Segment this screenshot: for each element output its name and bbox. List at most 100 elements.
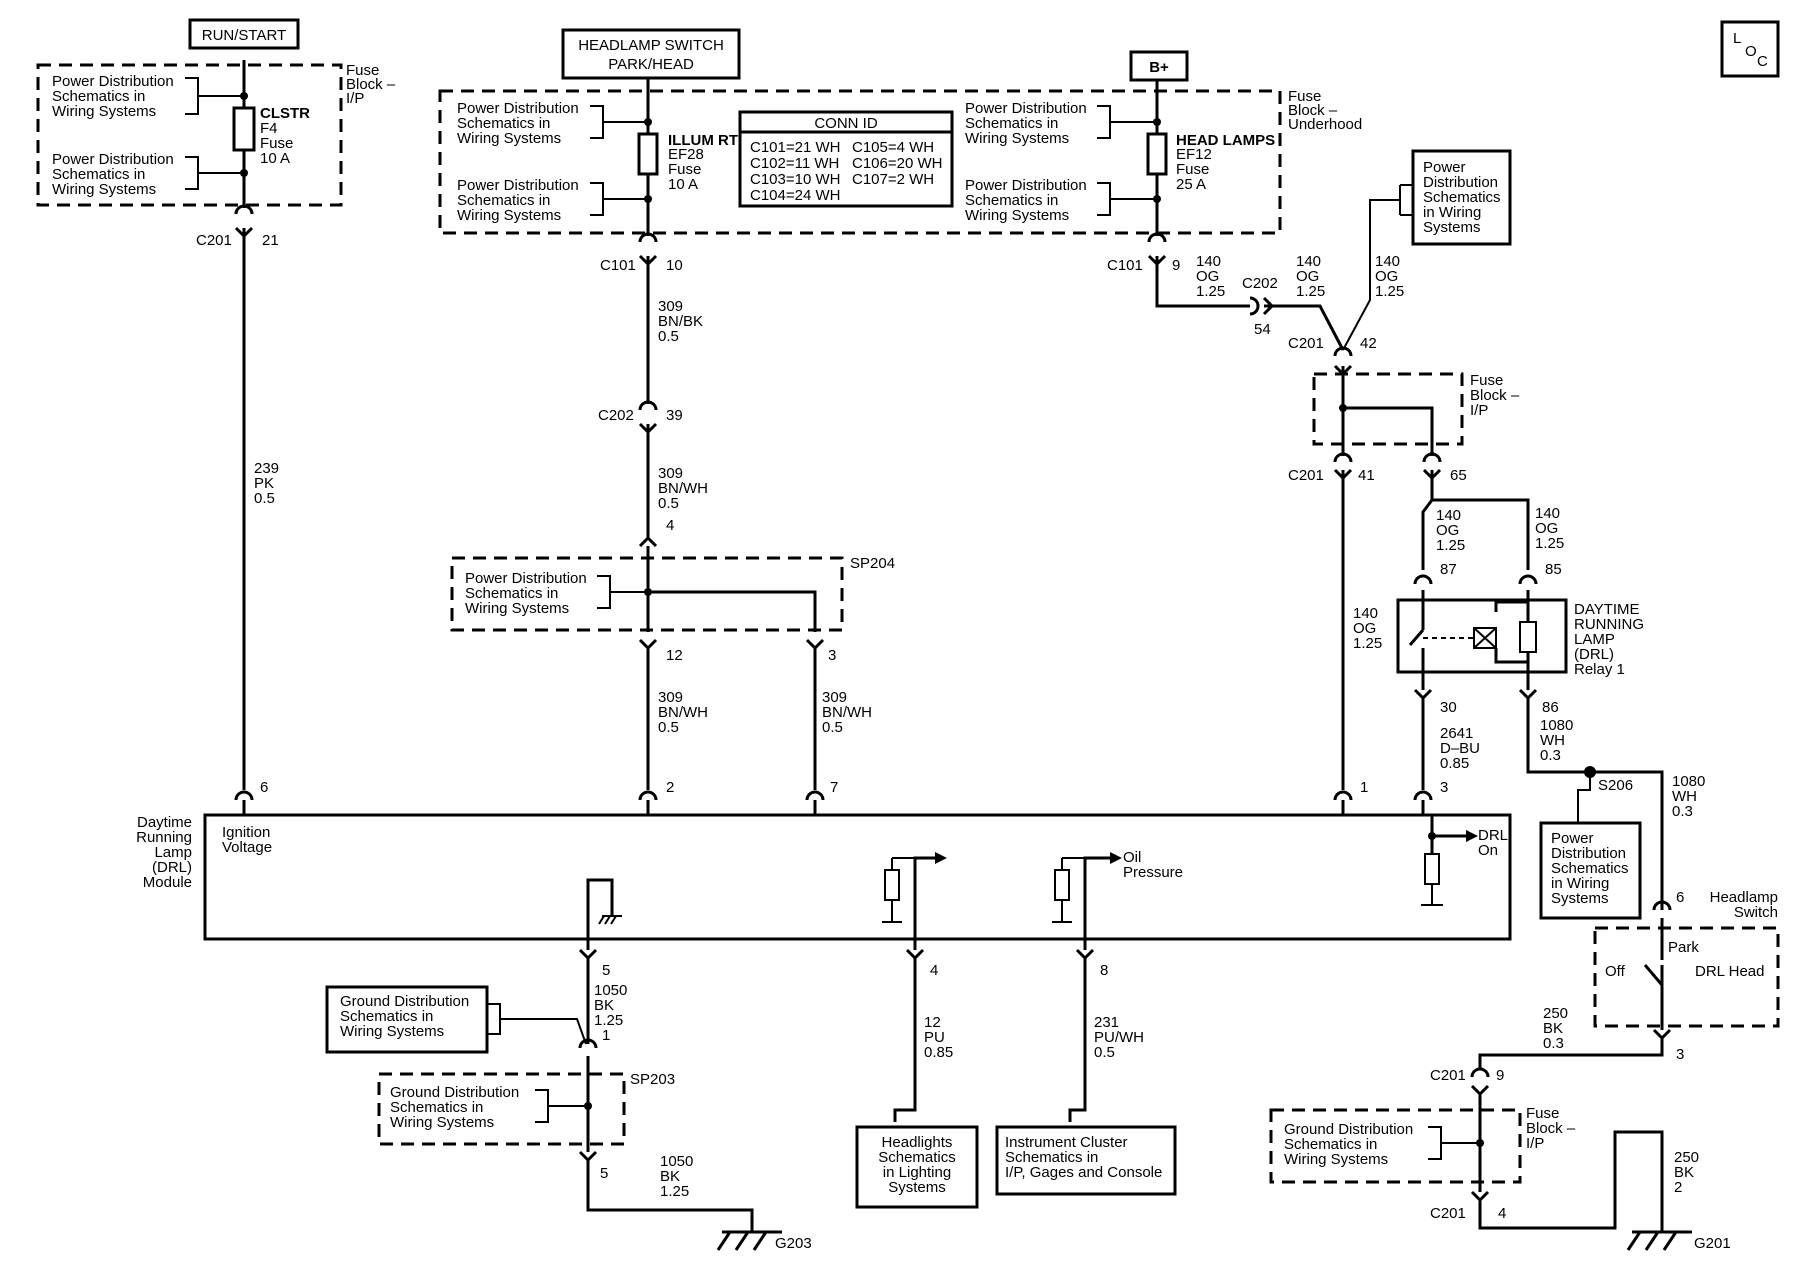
fuse-block-ip-bottom: Fuse Block – I/P Ground Distribution Sch…: [1269, 1094, 1576, 1192]
diagram-label: 5: [600, 1165, 608, 1182]
diagram-label: Systems: [1551, 890, 1609, 907]
diagram-label: DRL: [1478, 827, 1508, 844]
diagram-label: Instrument Cluster: [1005, 1134, 1128, 1151]
diagram-label: Fuse: [346, 62, 379, 79]
diagram-label: 7: [830, 779, 838, 796]
headlamp-switch-label: HEADLAMP SWITCH PARK/HEAD: [561, 28, 741, 80]
diagram-label: HEADLAMP SWITCH: [578, 37, 724, 54]
diagram-label: S206: [1598, 777, 1633, 794]
diagram-label: DAYTIME: [1574, 601, 1640, 618]
diagram-label: C: [1757, 53, 1768, 70]
diagram-label: BN/WH: [658, 480, 708, 497]
power-distribution-box-s206: Power Distribution Schematics in Wiring …: [1539, 821, 1642, 920]
diagram-label: DRL Head: [1695, 963, 1764, 980]
diagram-label: 140: [1353, 605, 1378, 622]
diagram-label: Wiring Systems: [457, 130, 561, 147]
diagram-label: Oil: [1123, 849, 1141, 866]
diagram-label: in Lighting: [883, 1164, 951, 1181]
power-distribution-ref: Power Distribution Schematics in Wiring …: [465, 570, 587, 617]
wire-309-bnwh-pin7: 3 309 BN/WH 0.5 7: [805, 638, 872, 801]
diagram-label: Power Distribution: [52, 73, 174, 90]
diagram-label: Relay 1: [1574, 661, 1625, 678]
diagram-label: SP203: [630, 1071, 675, 1088]
diagram-label: Block –: [346, 76, 396, 93]
diagram-label: SP204: [850, 555, 895, 572]
run-start-label: RUN/START: [188, 18, 300, 50]
diagram-label: Schematics in: [965, 192, 1058, 209]
diagram-label: C101: [1107, 257, 1143, 274]
diagram-label: C202: [1242, 275, 1278, 292]
fuse-symbol: [232, 106, 256, 152]
diagram-label: Ground Distribution: [390, 1084, 519, 1101]
diagram-label: 0.85: [924, 1044, 953, 1061]
diagram-label: Wiring Systems: [457, 207, 561, 224]
diagram-label: Park: [1668, 939, 1699, 956]
diagram-label: Module: [143, 874, 192, 891]
diagram-label: 140: [1436, 507, 1461, 524]
diagram-label: Wiring Systems: [965, 207, 1069, 224]
diagram-label: Schematics in: [457, 192, 550, 209]
diagram-label: 1.25: [1436, 537, 1465, 554]
drl-relay: DAYTIME RUNNING LAMP (DRL) Relay 1: [1396, 590, 1644, 690]
splice-pack-sp204: SP204 Power Distribution Schematics in W…: [450, 546, 895, 632]
diagram-label: 5: [602, 962, 610, 979]
diagram-label: 21: [262, 232, 279, 249]
diagram-label: 30: [1440, 699, 1457, 716]
diagram-label: C201: [1288, 335, 1324, 352]
diagram-label: 0.5: [822, 719, 843, 736]
diagram-label: Schematics in: [1005, 1149, 1098, 1166]
instrument-cluster-box: Instrument Cluster Schematics in I/P, Ga…: [995, 1125, 1177, 1196]
diagram-label: 1080: [1672, 773, 1705, 790]
wire-140-og-pin1: C201 41 140 OG 1.25 1: [1288, 452, 1382, 801]
ground-symbol: [598, 915, 622, 925]
diagram-label: Fuse: [1176, 161, 1209, 178]
diagram-label: Schematics in: [965, 115, 1058, 132]
diagram-label: Distribution: [1423, 174, 1498, 191]
power-distribution-ref: Power Distribution Schematics in Wiring …: [965, 100, 1087, 147]
diagram-label: 0.3: [1540, 747, 1561, 764]
diagram-label: 3: [1440, 779, 1448, 796]
diagram-label: 2: [666, 779, 674, 796]
diagram-label: Running: [136, 829, 192, 846]
wire-1050-bk: 5 1050 BK 1.25 1: [578, 939, 627, 1049]
diagram-label: 1.25: [1196, 283, 1225, 300]
diagram-label: 4: [666, 517, 674, 534]
diagram-label: Fuse: [1470, 372, 1503, 389]
diagram-label: I/P: [1470, 402, 1488, 419]
diagram-label: Systems: [888, 1179, 946, 1196]
diagram-label: Power Distribution: [457, 100, 579, 117]
diagram-label: PU: [924, 1029, 945, 1046]
diagram-label: Block –: [1526, 1120, 1576, 1137]
diagram-label: Voltage: [222, 839, 272, 856]
diagram-label: 250: [1543, 1005, 1568, 1022]
diagram-label: Block –: [1288, 102, 1338, 119]
ground-distribution-ref: Ground Distribution Schematics in Wiring…: [390, 1084, 519, 1131]
diagram-label: Distribution: [1551, 845, 1626, 862]
wire-140-og-feed: C101 9 140 OG 1.25 C202 54 140 OG 1.25: [1107, 232, 1345, 351]
wire-2641-dbu: 30 2641 D–BU 0.85 3: [1413, 688, 1480, 801]
diagram-label: 0.5: [254, 490, 275, 507]
diagram-label: 10: [666, 257, 683, 274]
fuse-block-underhood: Fuse Block – Underhood Power Distributio…: [438, 78, 1362, 236]
conn-id-table: CONN ID C101=21 WH C102=11 WH C103=10 WH…: [738, 110, 954, 208]
diagram-label: 0.5: [658, 719, 679, 736]
diagram-label: 0.85: [1440, 755, 1469, 772]
diagram-label: 1.25: [660, 1183, 689, 1200]
diagram-label: PU/WH: [1094, 1029, 1144, 1046]
diagram-label: C107=2 WH: [852, 171, 934, 188]
diagram-label: Schematics: [1551, 860, 1629, 877]
diagram-label: 9: [1496, 1067, 1504, 1084]
drl-module: Daytime Running Lamp (DRL) Module Igniti…: [136, 800, 1512, 948]
diagram-label: BN/WH: [822, 704, 872, 721]
diagram-label: 25 A: [1176, 176, 1206, 193]
diagram-label: OG: [1353, 620, 1376, 637]
diagram-label: LAMP: [1574, 631, 1615, 648]
diagram-label: 0.3: [1543, 1035, 1564, 1052]
diagram-label: 1050: [594, 982, 627, 999]
diagram-label: Power: [1551, 830, 1594, 847]
diagram-label: 1: [602, 1027, 610, 1044]
diagram-label: RUN/START: [202, 27, 286, 44]
diagram-label: Schematics in: [52, 166, 145, 183]
diagram-label: B+: [1149, 59, 1169, 76]
diagram-label: 12: [924, 1014, 941, 1031]
